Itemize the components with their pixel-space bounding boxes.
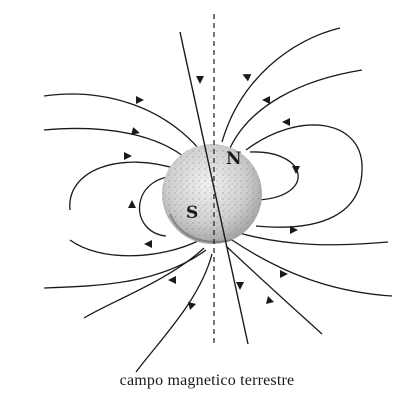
diagram-caption: campo magnetico terrestre <box>119 372 295 389</box>
south-pole-label: S <box>186 203 198 223</box>
arrow-marker <box>144 240 152 248</box>
field-lines-lower-left <box>43 239 213 373</box>
field-line <box>229 69 363 149</box>
field-line <box>43 249 207 289</box>
field-loops-inner <box>139 151 299 237</box>
field-lines-lower-right <box>225 231 393 335</box>
field-loop-right <box>249 151 299 201</box>
arrow-marker <box>131 127 140 135</box>
arrow-marker <box>168 276 176 284</box>
north-pole-label: N <box>226 149 242 169</box>
arrow-marker <box>124 152 132 160</box>
arrow-marker <box>236 282 244 290</box>
field-line <box>69 239 201 257</box>
field-line <box>43 127 189 161</box>
arrow-marker <box>262 96 270 104</box>
field-lines-upper-right <box>221 27 363 228</box>
arrow-marker <box>290 226 298 234</box>
arrow-marker <box>266 296 274 304</box>
arrow-marker <box>280 270 288 278</box>
arrow-marker <box>282 118 290 126</box>
field-line <box>245 124 363 228</box>
arrow-marker <box>128 200 136 208</box>
field-line <box>231 239 393 297</box>
arrow-marker <box>196 76 204 84</box>
field-line <box>221 27 341 143</box>
magnetic-axis <box>179 31 249 345</box>
earth-globe <box>162 144 262 244</box>
field-line <box>83 247 205 319</box>
field-line <box>135 253 213 373</box>
field-line <box>43 93 201 151</box>
arrow-marker <box>136 96 144 104</box>
arrow-marker <box>188 302 196 310</box>
arrow-marker <box>242 74 252 82</box>
arrow-marker <box>292 166 300 174</box>
field-lines-upper-left <box>43 93 201 211</box>
field-arrows <box>124 74 300 310</box>
field-loop-left <box>139 175 179 237</box>
field-line <box>235 231 389 246</box>
field-line <box>69 161 181 211</box>
field-line <box>225 245 323 335</box>
